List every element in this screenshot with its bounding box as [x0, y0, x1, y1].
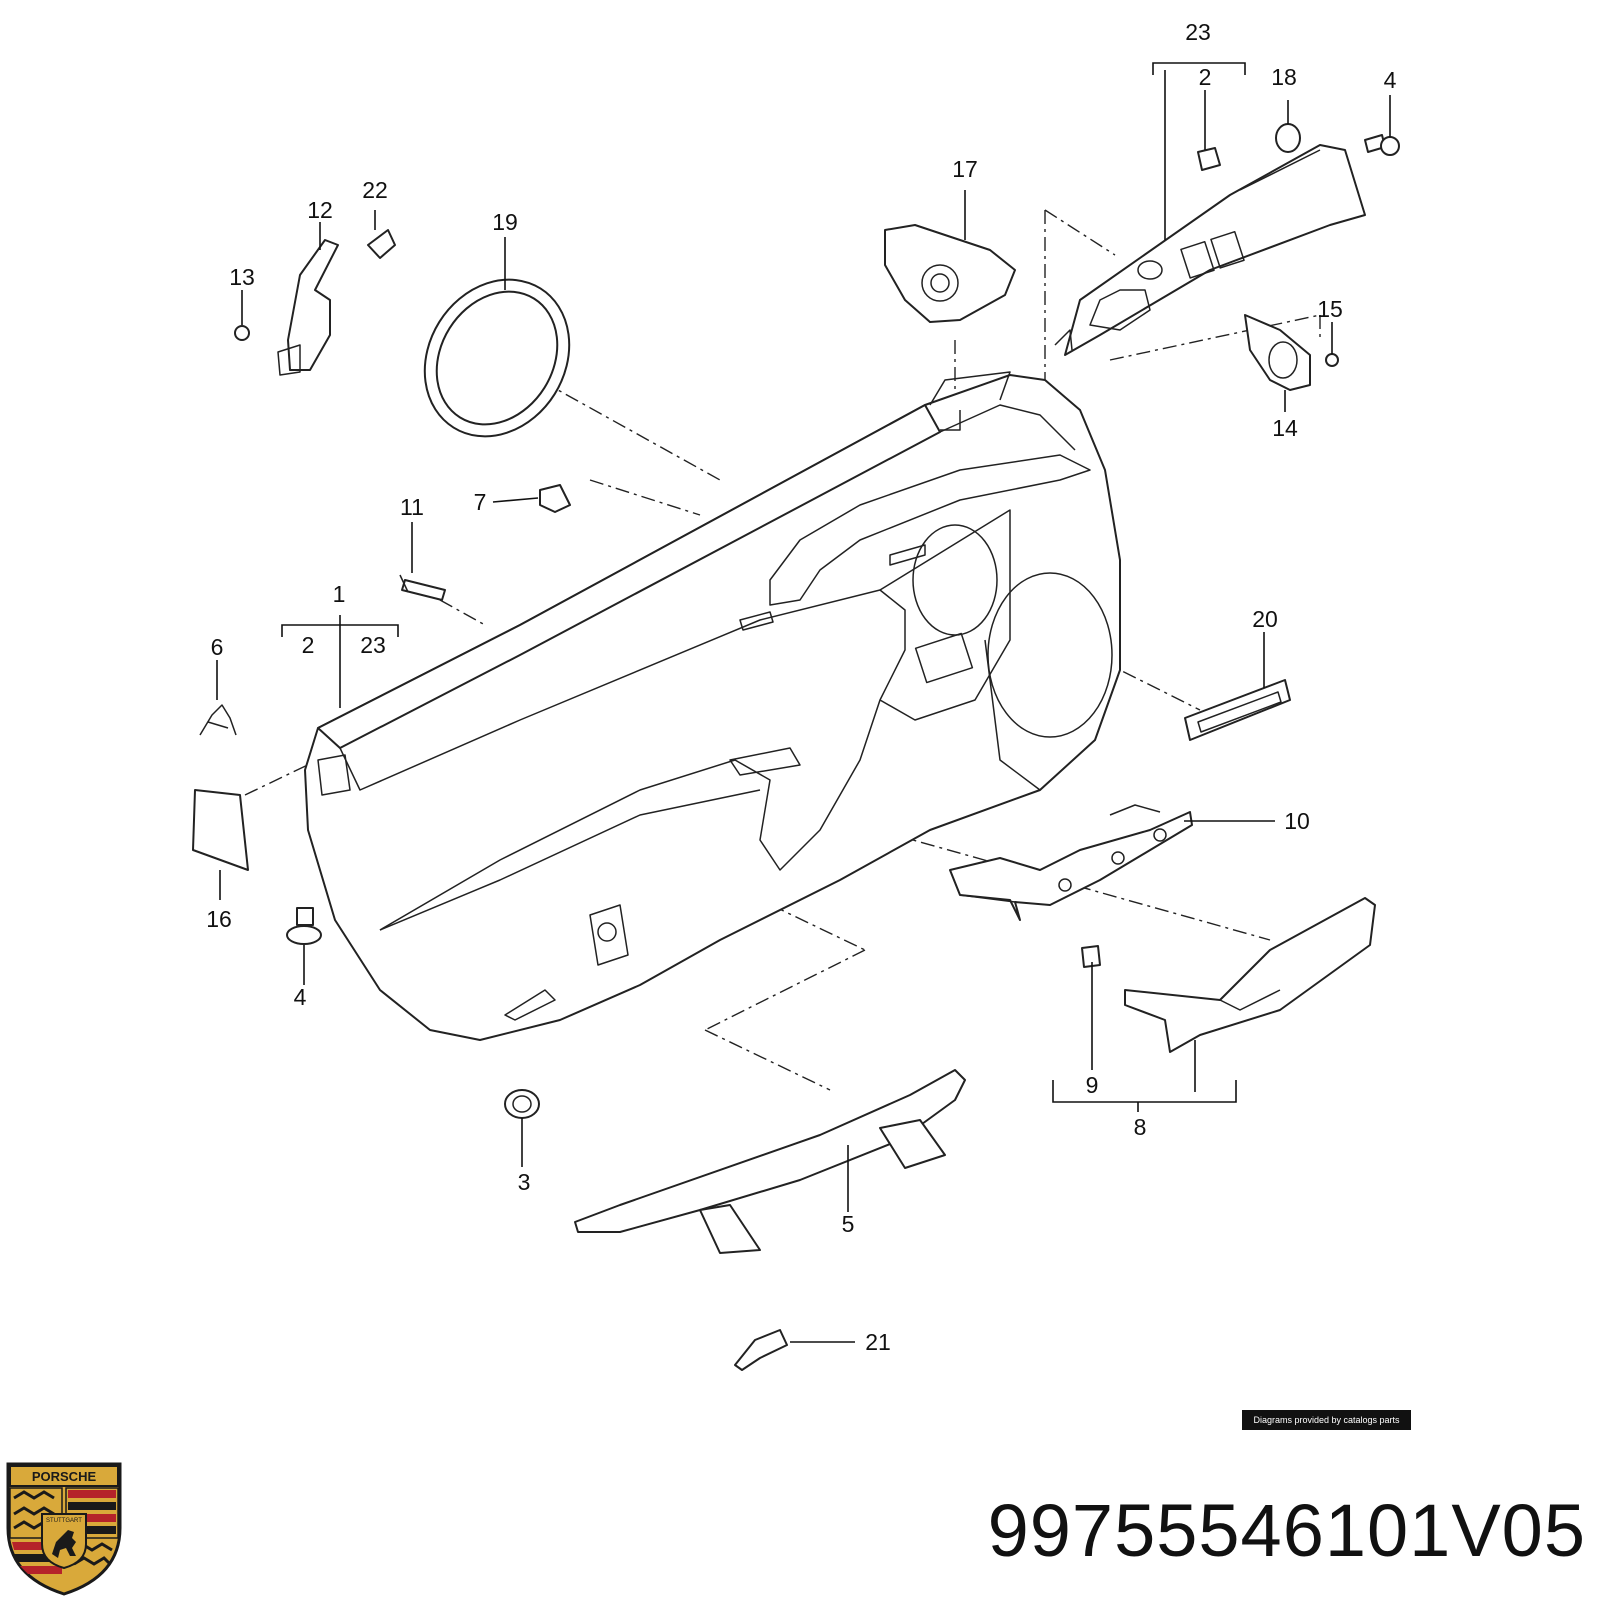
callout-labels: 1 2 23 23 2 18 4 17 19 22 12 13 15 14 7 …	[206, 19, 1396, 1355]
callout-19: 19	[492, 209, 518, 235]
bose-badge	[1184, 679, 1291, 741]
logo-word: PORSCHE	[32, 1469, 97, 1484]
callout-23: 23	[360, 632, 386, 658]
callout-8: 8	[1134, 1114, 1147, 1140]
callout-23-upper: 23	[1185, 19, 1211, 45]
door-panel	[304, 371, 1121, 1041]
callout-2-upper: 2	[1199, 64, 1212, 90]
callout-20: 20	[1252, 606, 1278, 632]
callout-15: 15	[1317, 296, 1343, 322]
callout-10: 10	[1284, 808, 1310, 834]
callout-3: 3	[518, 1169, 531, 1195]
leader-lines	[216, 62, 1391, 1343]
logo-city: STUTTGART	[46, 1518, 82, 1524]
callout-21: 21	[865, 1329, 891, 1355]
callout-1: 1	[333, 581, 346, 607]
porsche-crest-logo: PORSCHE STUTTGART	[6, 1462, 122, 1596]
callout-17: 17	[952, 156, 978, 182]
callout-11: 11	[400, 494, 424, 520]
callout-4-upper: 4	[1384, 67, 1397, 93]
speaker-ring	[423, 278, 571, 438]
callout-12: 12	[307, 197, 333, 223]
callout-5: 5	[842, 1211, 855, 1237]
callout-13: 13	[229, 264, 255, 290]
credit-badge: Diagrams provided by catalogs parts	[1242, 1410, 1411, 1430]
small-parts	[192, 123, 1400, 1371]
callout-9: 9	[1086, 1072, 1099, 1098]
callout-18: 18	[1271, 64, 1297, 90]
upper-trim-panel	[1054, 144, 1366, 356]
callout-6: 6	[211, 634, 224, 660]
bezel-14	[1244, 314, 1311, 391]
mirror-switch-plate	[884, 224, 1016, 323]
pull-handle-trim	[1124, 897, 1376, 1053]
callout-14: 14	[1272, 415, 1298, 441]
callout-4-lower: 4	[294, 984, 307, 1010]
callout-16: 16	[206, 906, 232, 932]
callout-2: 2	[302, 632, 315, 658]
armrest-pad	[574, 1069, 966, 1254]
callout-7: 7	[474, 489, 487, 515]
door-handle	[949, 804, 1193, 921]
callout-22: 22	[362, 177, 388, 203]
part-number: 99755546101V05	[987, 1489, 1586, 1572]
